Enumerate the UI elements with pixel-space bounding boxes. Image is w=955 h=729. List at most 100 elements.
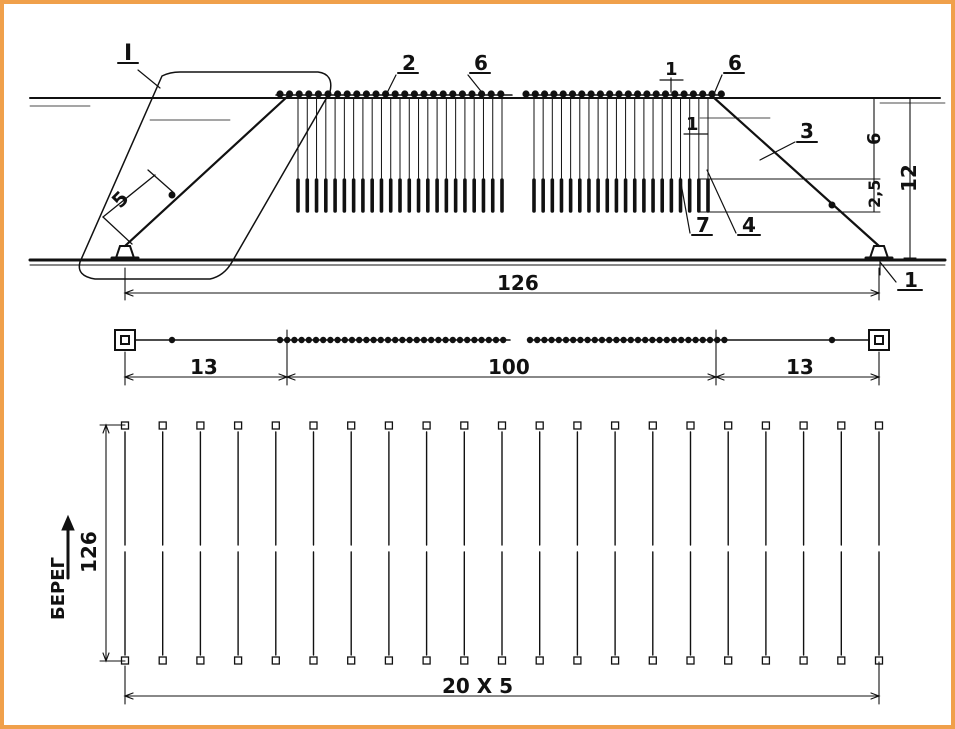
float bbox=[401, 90, 409, 98]
callout-leaders bbox=[137, 69, 897, 283]
anchor-right bbox=[864, 245, 894, 260]
float bbox=[276, 336, 284, 344]
buoy-top bbox=[422, 421, 431, 430]
float bbox=[324, 90, 332, 98]
float bbox=[692, 336, 699, 344]
float bbox=[656, 336, 663, 344]
callout-4: 4 bbox=[742, 213, 756, 237]
buoy-bottom bbox=[837, 656, 846, 665]
float bbox=[548, 336, 555, 344]
float bbox=[430, 90, 438, 98]
longline-grid bbox=[120, 421, 884, 665]
buoy-bottom bbox=[460, 656, 469, 665]
buoy-bottom bbox=[497, 656, 507, 665]
buoy-top bbox=[610, 421, 620, 430]
float bbox=[168, 336, 176, 344]
float bbox=[341, 336, 348, 344]
dimension-126-plan bbox=[99, 423, 126, 663]
buoy-top bbox=[686, 421, 695, 430]
float bbox=[531, 90, 539, 98]
depth-label-2-5: 2,5 bbox=[865, 180, 884, 208]
float bbox=[680, 90, 688, 98]
longline bbox=[422, 421, 431, 665]
float bbox=[689, 90, 698, 98]
float bbox=[356, 336, 363, 344]
buoy-top bbox=[309, 421, 318, 430]
float bbox=[435, 336, 442, 344]
float bbox=[649, 336, 656, 344]
detail-marker-label: I bbox=[124, 41, 132, 66]
buoy-bottom bbox=[158, 656, 167, 665]
float bbox=[663, 336, 670, 344]
longline bbox=[610, 421, 620, 665]
float bbox=[643, 90, 651, 98]
buoy-bottom bbox=[422, 656, 431, 665]
float bbox=[370, 336, 377, 344]
anchor-line-weight-right bbox=[828, 201, 836, 209]
seabed-line bbox=[28, 258, 947, 266]
buoy-top bbox=[648, 421, 657, 430]
float bbox=[671, 90, 679, 98]
float bbox=[286, 90, 294, 98]
shore-arrow bbox=[61, 514, 75, 580]
dimension-label-13-right: 13 bbox=[786, 355, 814, 379]
float bbox=[717, 90, 725, 98]
float bbox=[392, 336, 399, 344]
longline bbox=[497, 421, 507, 665]
anchor-block-left bbox=[114, 329, 136, 351]
float bbox=[661, 90, 670, 98]
float bbox=[372, 90, 380, 98]
float bbox=[578, 90, 586, 98]
float bbox=[828, 336, 836, 344]
longline bbox=[686, 421, 695, 665]
float bbox=[406, 336, 413, 344]
float bbox=[362, 90, 370, 98]
float bbox=[591, 336, 598, 344]
longline bbox=[724, 421, 733, 665]
dimension-label-126-section: 126 bbox=[497, 271, 539, 295]
float bbox=[458, 90, 466, 98]
callout-underlines bbox=[117, 62, 923, 291]
callout-6-right: 6 bbox=[728, 51, 742, 75]
float bbox=[634, 336, 642, 344]
float bbox=[550, 90, 558, 98]
dimension-spans bbox=[123, 329, 881, 386]
buoy-top bbox=[347, 421, 356, 430]
float bbox=[534, 336, 541, 344]
buoy-bottom bbox=[233, 656, 243, 665]
longline bbox=[837, 421, 846, 665]
float bbox=[584, 336, 591, 344]
buoy-bottom bbox=[384, 656, 394, 665]
float bbox=[678, 336, 685, 344]
float bbox=[624, 90, 632, 98]
float bbox=[420, 90, 428, 98]
float bbox=[314, 90, 322, 98]
float bbox=[596, 90, 605, 98]
longline bbox=[309, 421, 318, 665]
float bbox=[541, 90, 549, 98]
buoy-bottom bbox=[573, 656, 582, 665]
depth-dimension-lines bbox=[699, 97, 917, 276]
float bbox=[559, 90, 567, 98]
float bbox=[492, 336, 500, 344]
float bbox=[478, 90, 486, 98]
callout-2: 2 bbox=[402, 51, 416, 75]
callout-1-top: 1 bbox=[665, 59, 678, 80]
float bbox=[377, 336, 384, 344]
float bbox=[606, 336, 613, 344]
float bbox=[442, 336, 449, 344]
float bbox=[634, 90, 642, 98]
buoy-top bbox=[158, 421, 167, 430]
buoy-top bbox=[271, 421, 280, 430]
float bbox=[699, 90, 707, 98]
anchor-line-left bbox=[123, 94, 290, 248]
float bbox=[295, 90, 303, 98]
dimension-20x5 bbox=[123, 661, 881, 705]
float bbox=[500, 336, 507, 344]
callout-7: 7 bbox=[696, 213, 710, 237]
dim-5-marker bbox=[102, 169, 175, 245]
buoy-bottom bbox=[686, 656, 695, 665]
float bbox=[598, 336, 606, 344]
float bbox=[706, 336, 714, 344]
